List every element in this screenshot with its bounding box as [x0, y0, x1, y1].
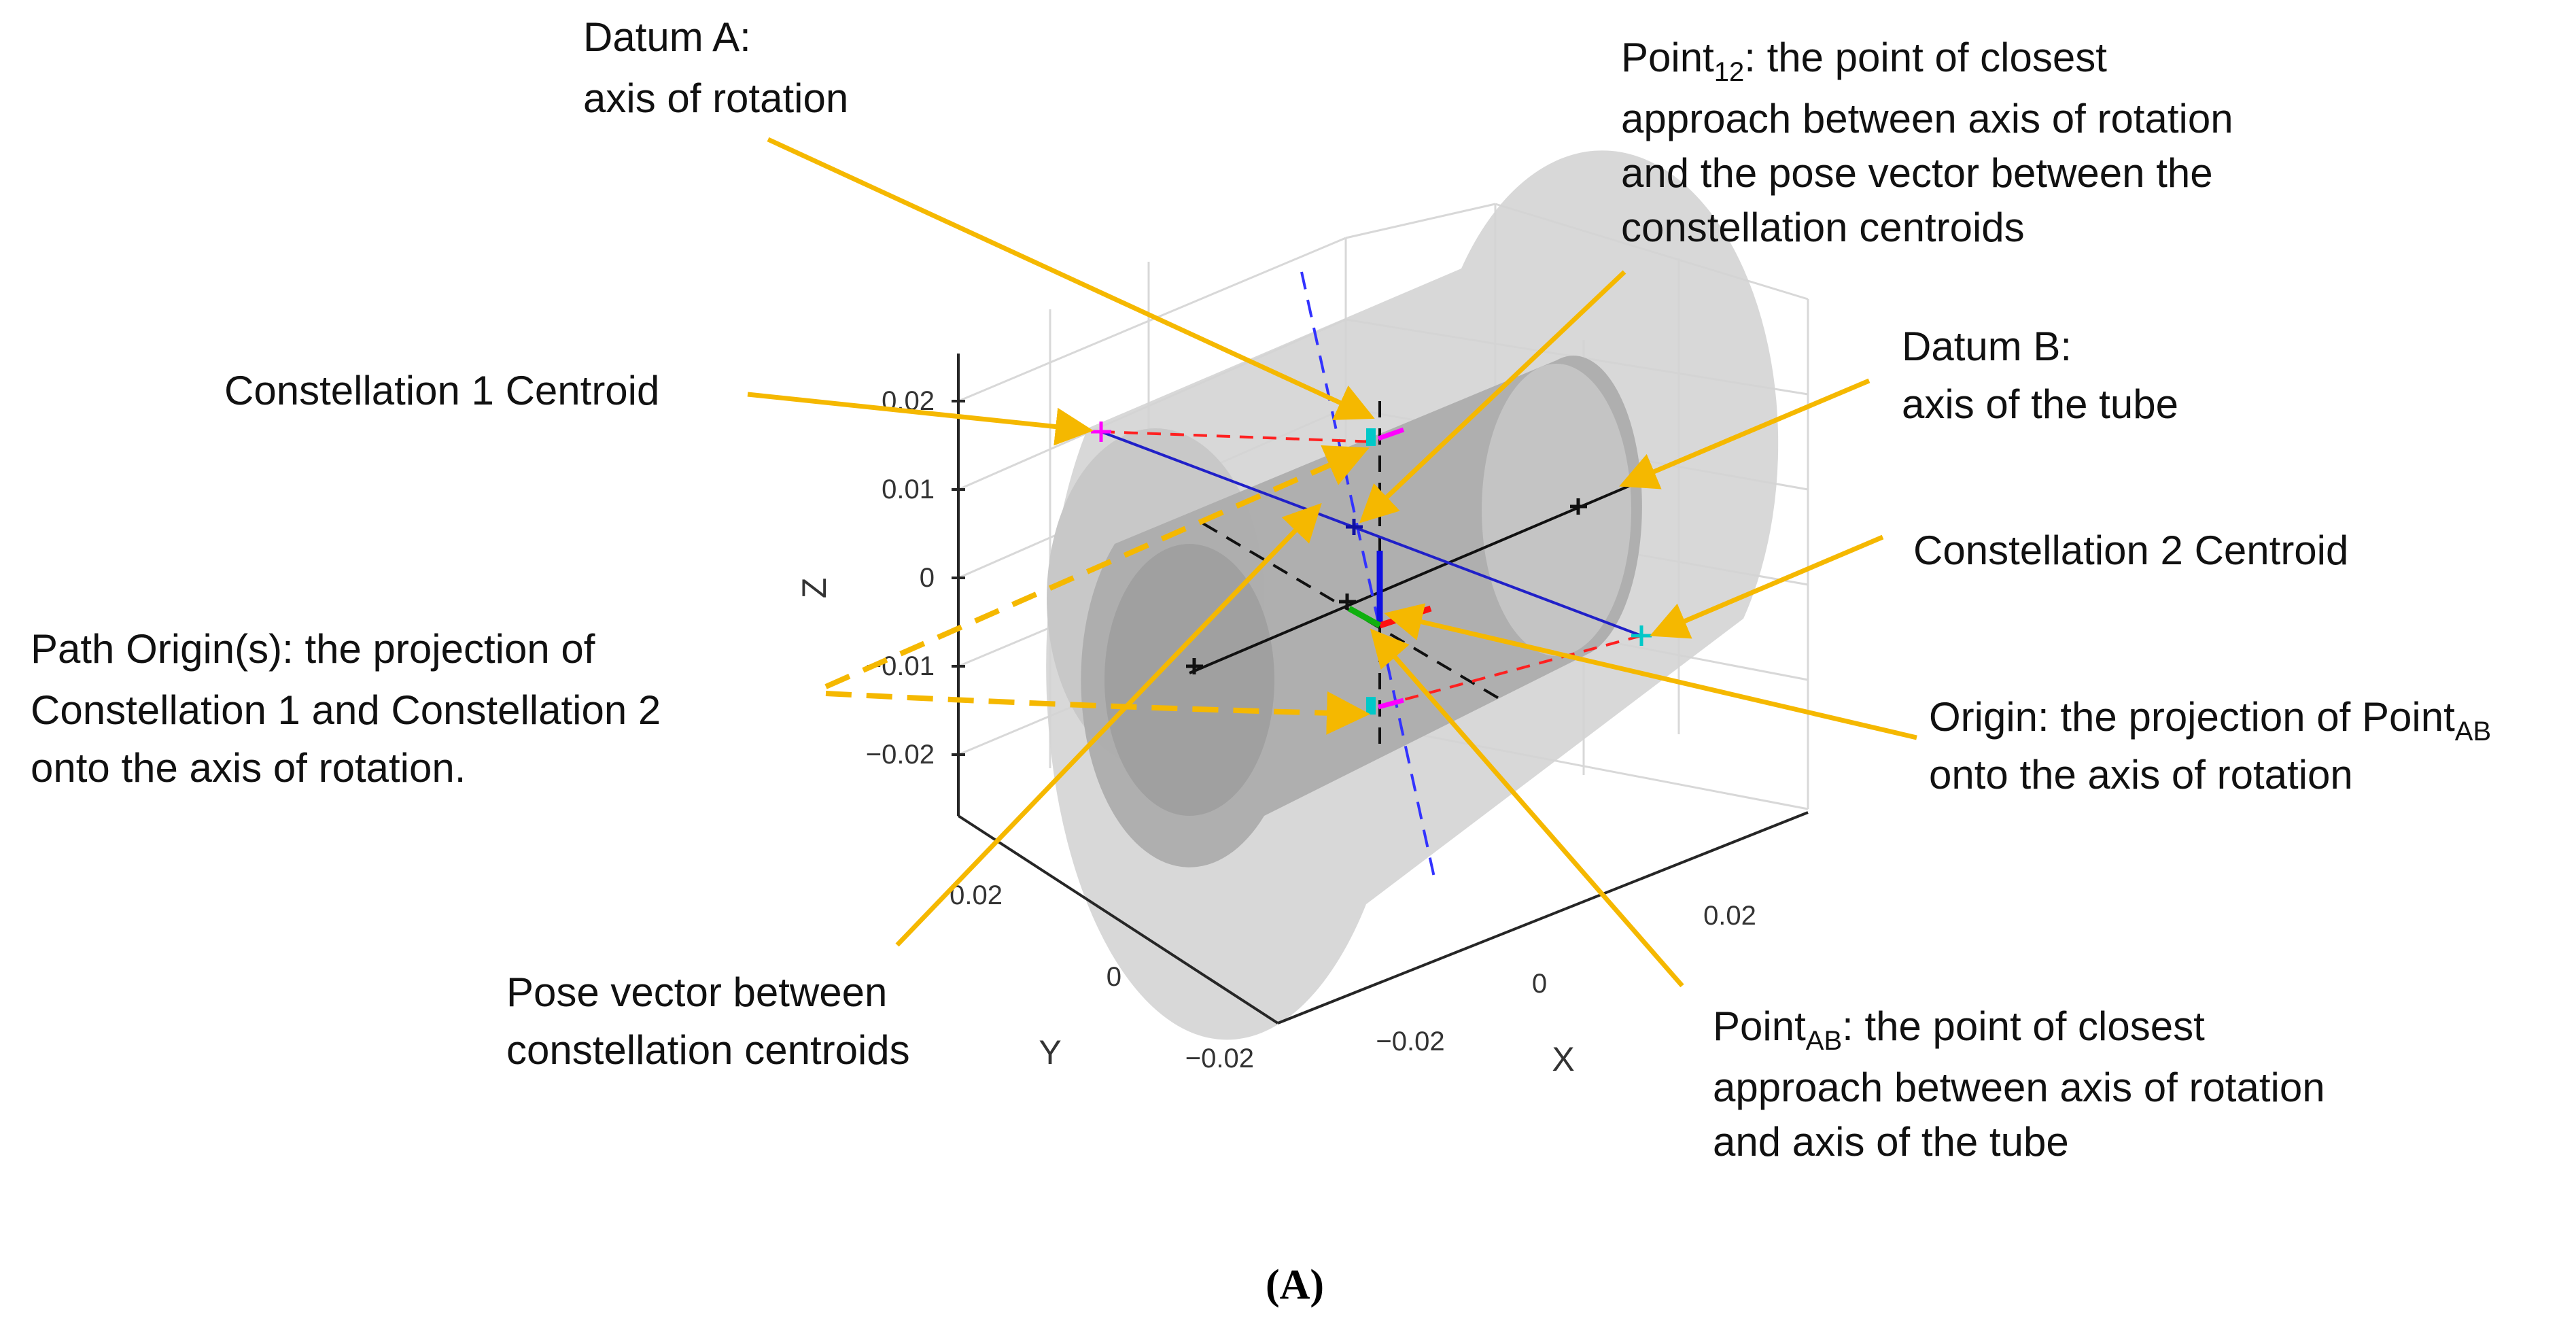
pose-vector-line2: constellation centroids: [506, 1027, 910, 1073]
tube-axis-line: [1189, 478, 1646, 674]
annotation-pointab: PointAB: the point of closest approach b…: [1713, 1003, 2325, 1165]
y-tick-labels: 0.02 0 −0.02: [950, 880, 1254, 1073]
constellation1-label: Constellation 1 Centroid: [224, 368, 659, 413]
point12-marker: [1346, 519, 1363, 535]
y-axis-label: Y: [1039, 1033, 1061, 1071]
annotation-pose-vector: Pose vector between constellation centro…: [506, 969, 910, 1073]
panel-label: (A): [1266, 1262, 1324, 1308]
origin-sub: AB: [2455, 717, 2491, 746]
path-origin-line1: Path Origin(s): the projection of: [31, 626, 595, 672]
pointab-marker: [1339, 594, 1356, 610]
tube-axis-marker-right: [1570, 498, 1587, 515]
pointab-line2: approach between axis of rotation: [1713, 1065, 2325, 1110]
pointab-sub: AB: [1806, 1026, 1842, 1056]
datum-b-desc: axis of the tube: [1902, 381, 2178, 427]
origin-line2: onto the axis of rotation: [1929, 752, 2353, 797]
annotation-path-origin: Path Origin(s): the projection of Conste…: [31, 626, 661, 791]
point12-sub: 12: [1714, 57, 1745, 87]
pointab-line3: and axis of the tube: [1713, 1119, 2069, 1165]
pointab-main: Point: [1713, 1003, 1806, 1049]
z-axis-label: Z: [795, 578, 833, 599]
z-tick-labels: 0.02 0.01 0 −0.01 −0.02: [866, 386, 935, 770]
constellation2-label: Constellation 2 Centroid: [1913, 528, 2348, 573]
path-origin-line2: Constellation 1 and Constellation 2: [31, 687, 661, 733]
arrow-datum-b: [1619, 378, 1870, 489]
z-tick-label: −0.02: [866, 740, 935, 770]
tube-inner: [1081, 356, 1642, 867]
x-tick-labels: −0.02 0 0.02: [1376, 901, 1756, 1056]
y-tick-label: 0: [1107, 962, 1121, 992]
arrow-point12: [1359, 270, 1626, 523]
annotation-arrows: [747, 137, 1917, 988]
constellation1-centroid-marker: [1091, 422, 1111, 442]
annotation-datum-b: Datum B: axis of the tube: [1902, 324, 2178, 427]
annotation-origin: Origin: the projection of PointAB onto t…: [1929, 694, 2491, 797]
point12-line4: constellation centroids: [1621, 205, 2025, 250]
point12-main: Point: [1621, 35, 1714, 80]
svg-text:Origin: the projection of Poin: Origin: the projection of PointAB: [1929, 694, 2491, 746]
point12-line3: and the pose vector between the: [1621, 150, 2213, 196]
path-origin-line3: onto the axis of rotation.: [31, 745, 466, 791]
rotation-axis-line: [1300, 271, 1435, 878]
x-tick-label: 0: [1532, 969, 1547, 999]
datum-b-title: Datum B:: [1902, 324, 2072, 369]
arrow-origin: [1384, 603, 1917, 740]
arrow-constellation1: [747, 392, 1094, 446]
plot-axes: [952, 354, 1809, 1025]
arrow-pose-vector: [895, 502, 1322, 947]
datum-a-desc: axis of rotation: [583, 75, 848, 121]
constellation2-centroid-marker: [1631, 625, 1652, 646]
arrow-path-origin-top: [824, 445, 1370, 689]
y-tick-label: 0.02: [950, 880, 1003, 910]
tube-axis-marker-left: [1186, 658, 1203, 674]
datum-a-title: Datum A:: [583, 14, 751, 60]
arrow-path-origin-bottom: [825, 691, 1370, 735]
x-tick-label: 0.02: [1703, 901, 1756, 931]
arrow-constellation2: [1650, 534, 1884, 639]
pose-vector-line1: Pose vector between: [506, 969, 887, 1015]
z-tick-label: 0.01: [882, 475, 935, 504]
point12-line2: approach between axis of rotation: [1621, 96, 2233, 141]
path-origin-marker-top: [1366, 427, 1405, 446]
origin-line1: Origin: the projection of Point: [1929, 694, 2455, 740]
svg-text:Point12: the point of closest: Point12: the point of closest: [1621, 35, 2107, 87]
pose-vector-line: [1100, 430, 1642, 637]
x-tick-label: −0.02: [1376, 1027, 1444, 1056]
y-tick-label: −0.02: [1185, 1044, 1254, 1073]
annotation-point12: Point12: the point of closest approach b…: [1621, 35, 2233, 250]
z-tick-label: 0: [920, 563, 935, 593]
svg-text:PointAB: the point of closest: PointAB: the point of closest: [1713, 1003, 2205, 1056]
pointab-line1: : the point of closest: [1842, 1003, 2205, 1049]
annotation-datum-a: Datum A: axis of rotation: [583, 14, 848, 121]
point12-line1: : the point of closest: [1744, 35, 2107, 80]
x-axis-label: X: [1552, 1040, 1574, 1078]
arrow-pointab: [1370, 628, 1684, 988]
arrow-datum-a: [767, 137, 1375, 420]
